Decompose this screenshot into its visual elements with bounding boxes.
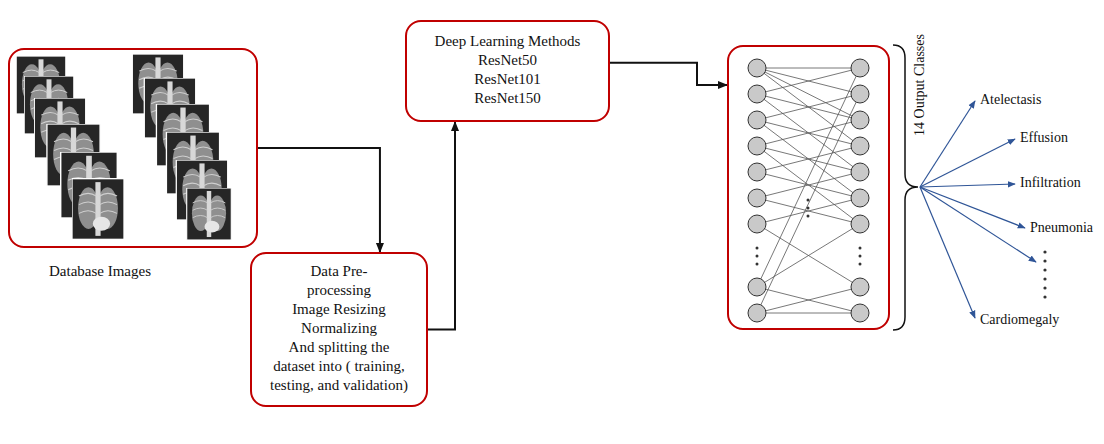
flow-arrow xyxy=(428,122,455,330)
box-text: Normalizing xyxy=(262,319,416,338)
xray-image xyxy=(72,179,124,240)
image-database-box: Database Images xyxy=(8,48,258,248)
xray-images xyxy=(16,54,231,240)
network-links xyxy=(757,68,860,313)
process-box: Data Pre-processingImage ResizingNormali… xyxy=(250,252,428,407)
box-text: ResNet150 xyxy=(415,89,600,108)
class-label: Cardiomegaly xyxy=(980,312,1059,328)
flow-arrow xyxy=(610,63,727,85)
network-neurons xyxy=(748,59,869,322)
flow-arrow xyxy=(258,148,380,252)
class-label: Atelectasis xyxy=(980,92,1041,108)
xray-image xyxy=(187,188,232,240)
class-label: Pneumonia xyxy=(1030,220,1093,236)
box-heading: Data Pre-processing xyxy=(283,262,395,300)
box-heading: Database Images xyxy=(0,262,223,281)
box-text: Image Resizing xyxy=(262,300,416,319)
box-text: And splitting the dataset into ( trainin… xyxy=(269,338,409,395)
method-box: Deep Learning MethodsResNet50ResNet101Re… xyxy=(405,20,610,122)
box-text: ResNet101 xyxy=(415,70,600,89)
class-arrows xyxy=(920,101,1036,318)
box-text: ResNet50 xyxy=(415,51,600,70)
box-heading: Deep Learning Methods xyxy=(415,32,600,51)
ellipsis-dots xyxy=(756,199,1047,299)
class-label: Infiltration xyxy=(1020,175,1081,191)
class-label: Effusion xyxy=(1020,130,1068,146)
network-box: 14 Output Classes xyxy=(727,45,890,330)
box-heading: 14 Output Classes xyxy=(910,34,929,136)
